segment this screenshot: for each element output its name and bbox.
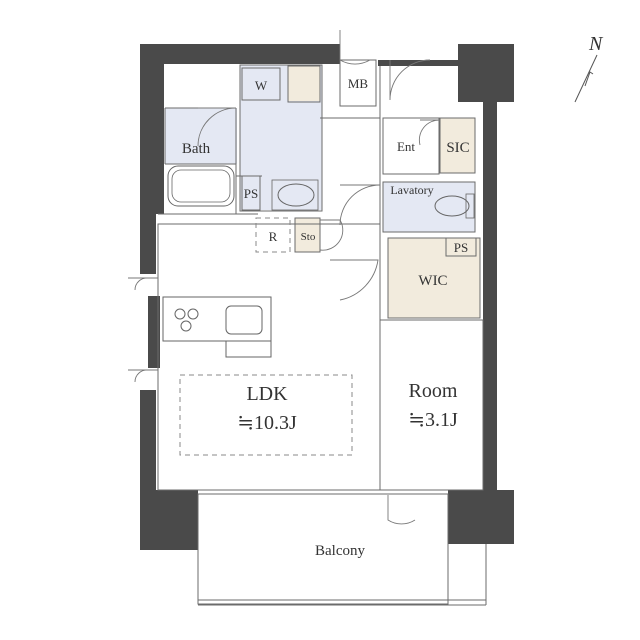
shelf-fill <box>288 65 320 101</box>
shelf-outline <box>287 65 321 103</box>
wall-top-right <box>458 44 514 102</box>
ps-wic-outline <box>445 237 477 257</box>
north-arrow-icon: N <box>574 33 604 103</box>
label-sic: SIC <box>446 140 469 156</box>
label-ent: Ent <box>397 139 415 154</box>
wall-left-upper <box>140 44 164 214</box>
label-sto: Sto <box>301 231 316 243</box>
wic-outline <box>387 237 481 319</box>
wic-fill <box>388 238 480 318</box>
label-mb: MB <box>348 76 369 91</box>
wall-bottom-left <box>140 490 198 550</box>
stove-burner-icon <box>174 308 186 320</box>
wall-left-kitchen <box>148 296 160 368</box>
room-outline <box>379 319 484 491</box>
mb-outline <box>339 59 377 107</box>
stove-burner-icon <box>187 308 199 320</box>
label-wic: WIC <box>418 273 447 289</box>
sic-door-icon <box>418 119 441 146</box>
exterior-walls <box>140 44 514 550</box>
label-ldk-size: ≒10.3J <box>237 412 297 434</box>
compass-label: N <box>588 33 604 55</box>
fixtures <box>162 165 475 456</box>
label-ps-bath: PS <box>244 186 258 201</box>
bath-door-icon <box>197 107 237 147</box>
label-r: R <box>269 229 278 244</box>
label-balcony: Balcony <box>315 543 365 559</box>
wall-left-mid <box>140 214 156 274</box>
sic-outline <box>439 117 476 174</box>
label-room-size: ≒3.1J <box>408 409 458 431</box>
label-bath: Bath <box>182 141 211 157</box>
wall-top-left <box>140 44 340 64</box>
bath-fill <box>165 108 237 164</box>
sto-door-icon <box>319 219 344 251</box>
mb-door-icon <box>339 30 371 65</box>
label-w: W <box>255 78 268 93</box>
balcony <box>197 489 487 606</box>
entrance-door-icon <box>389 59 431 101</box>
washroom-outline <box>239 64 323 212</box>
balcony-door-icon <box>387 495 416 525</box>
bathtub-icon <box>167 165 235 207</box>
wall-right <box>483 100 497 495</box>
wall-bottom-right <box>448 490 514 544</box>
ldk-rug-outline <box>179 374 353 456</box>
wash-basin-icon <box>277 183 315 207</box>
sto-outline <box>294 217 321 253</box>
doors <box>128 30 441 525</box>
label-ps-wic: PS <box>454 240 468 255</box>
washer-outline <box>241 67 281 101</box>
lavatory-outline <box>382 181 476 233</box>
r-outline <box>255 217 291 253</box>
room-fills <box>165 65 480 318</box>
window-icon <box>128 277 158 291</box>
lavatory-door-icon <box>339 184 381 226</box>
label-ldk-name: LDK <box>246 383 288 405</box>
wall-top-entrance <box>378 60 458 66</box>
ps-bath-outline <box>241 175 261 211</box>
stove-burner-icon <box>180 320 192 332</box>
sic-fill <box>440 118 475 173</box>
hall-door-icon <box>330 259 379 301</box>
label-room-name: Room <box>409 380 458 402</box>
kitchen-sink-icon <box>225 305 263 335</box>
window-icon <box>128 369 158 383</box>
ent-outline <box>382 117 440 175</box>
lavatory-fill <box>383 182 475 232</box>
toilet-icon <box>434 195 470 217</box>
label-lavatory: Lavatory <box>390 183 433 197</box>
